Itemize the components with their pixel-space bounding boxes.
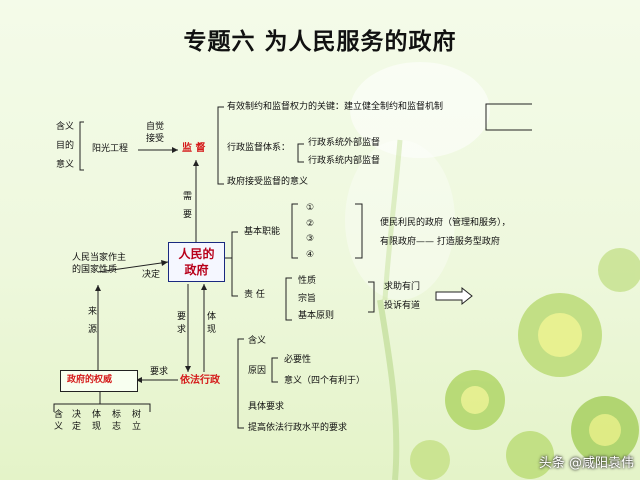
- gov-authority-label: 政府的权威: [67, 375, 113, 385]
- authority-item-embody-1: 体: [92, 410, 102, 420]
- supervision-key: 有效制约和监督权力的关键：建立健全制约和监督机制: [227, 102, 444, 112]
- function-item-1: ①: [306, 203, 315, 213]
- law-admin-node: 依法行政: [180, 375, 220, 386]
- embody-vertical-2: 现: [207, 325, 217, 335]
- law-reason-necessity: 必要性: [284, 355, 312, 365]
- supervision-significance: 政府接受监督的意义: [227, 177, 309, 187]
- law-improve: 提高依法行政水平的要求: [248, 423, 348, 433]
- responsibility-label: 责 任: [244, 290, 265, 300]
- law-meaning: 含义: [248, 336, 267, 346]
- require-vertical-1: 要: [177, 312, 187, 322]
- responsibility-result-2: 投诉有道: [384, 301, 421, 311]
- decide-label: 决定: [142, 270, 161, 280]
- responsibility-item-2: 宗旨: [298, 294, 317, 304]
- gov-authority-box: [60, 370, 138, 392]
- meaning-item-1: 含义: [56, 122, 75, 132]
- supervision-system-external: 行政系统外部监督: [308, 138, 381, 148]
- authority-item-embody-2: 现: [92, 422, 102, 432]
- authority-item-establish-1: 树: [132, 410, 142, 420]
- authority-item-decide-2: 定: [72, 422, 82, 432]
- law-reason: 原因: [248, 366, 267, 376]
- need-label-1: 需: [183, 192, 193, 202]
- authority-item-sign-1: 标: [112, 410, 122, 420]
- center-line-1: 人民的: [178, 247, 215, 261]
- authority-item-meaning-2: 义: [54, 422, 64, 432]
- authority-item-meaning-1: 含: [54, 410, 64, 420]
- responsibility-result-1: 求助有门: [384, 282, 421, 292]
- conscious-label-2: 接受: [146, 134, 165, 144]
- authority-item-establish-2: 立: [132, 422, 142, 432]
- authority-item-decide-1: 决: [72, 410, 82, 420]
- center-line-2: 政府: [184, 263, 209, 277]
- center-node: 人民的 政府: [168, 242, 225, 282]
- supervision-system-internal: 行政系统内部监督: [308, 156, 381, 166]
- embody-vertical-1: 体: [207, 312, 217, 322]
- need-label-2: 要: [183, 210, 193, 220]
- responsibility-item-3: 基本原则: [298, 311, 335, 321]
- meaning-item-2: 目的: [56, 141, 75, 151]
- require-vertical-2: 求: [177, 325, 187, 335]
- meaning-item-3: 意义: [56, 160, 75, 170]
- responsibility-item-1: 性质: [298, 276, 317, 286]
- function-item-3: ③: [306, 234, 315, 244]
- functions-note-2: 有限政府—— 打造服务型政府: [380, 237, 500, 247]
- authority-item-sign-2: 志: [112, 422, 122, 432]
- sunshine-project: 阳光工程: [92, 144, 129, 154]
- require-label: 要求: [150, 367, 169, 377]
- supervision-system-label: 行政监督体系：: [227, 143, 291, 153]
- functions-label: 基本职能: [244, 227, 281, 237]
- law-reason-significance: 意义（四个有利于）: [284, 376, 366, 386]
- function-item-2: ②: [306, 219, 315, 229]
- functions-note-1: 便民利民的政府（管理和服务），: [380, 218, 511, 228]
- page-title: 专题六 为人民服务的政府: [183, 28, 457, 55]
- watermark: 头条 @咸阳袁伟: [538, 456, 634, 471]
- law-specific: 具体要求: [248, 402, 285, 412]
- people-master-1: 人民当家作主: [72, 253, 127, 263]
- conscious-label-1: 自觉: [146, 122, 165, 132]
- supervise-node: 监 督: [182, 143, 206, 154]
- function-item-4: ④: [306, 250, 315, 260]
- source-label-2: 源: [88, 325, 98, 335]
- source-label-1: 来: [88, 307, 98, 317]
- people-master-2: 的国家性质: [72, 265, 118, 275]
